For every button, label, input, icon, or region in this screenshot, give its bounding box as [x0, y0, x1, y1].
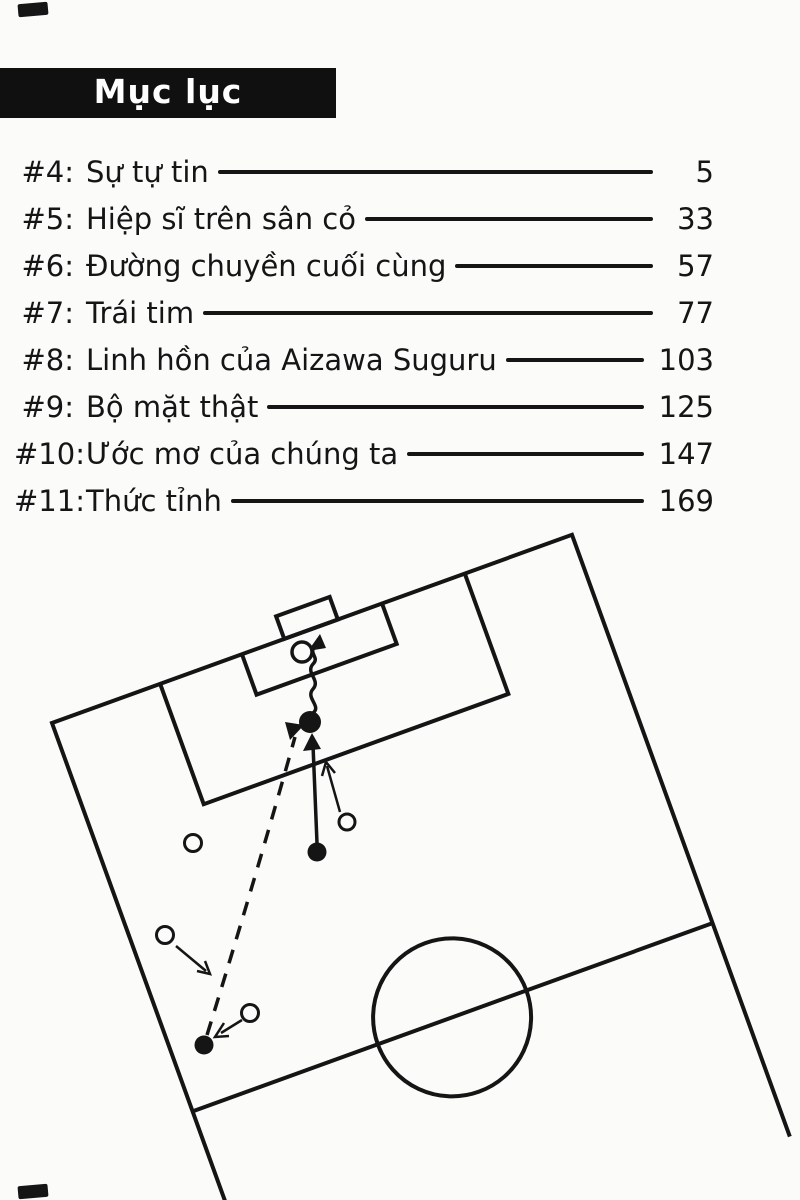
toc-row-ch5: #5: Hiệp sĩ trên sân cỏ 33 — [14, 195, 714, 242]
defender-circle — [155, 925, 175, 945]
defender-press-arrowhead-icon — [320, 759, 336, 777]
chapter-title: Bộ mặt thật — [86, 389, 259, 424]
chapter-title: Sự tự tin — [86, 154, 209, 189]
leader-line — [455, 263, 653, 268]
toc-header-bar: Mục lục — [0, 68, 336, 118]
toc-row-ch8: #8: Linh hồn của Aizawa Suguru 103 — [14, 336, 714, 383]
chapter-number: #8: — [21, 342, 74, 377]
soccer-field-svg — [49, 532, 792, 1200]
halfway-line — [191, 921, 714, 1114]
leader-line — [230, 498, 644, 503]
defender-close-arrow-line — [220, 1018, 243, 1035]
defender-press-arrow-line — [325, 765, 342, 813]
chapter-title: Linh hồn của Aizawa Suguru — [86, 342, 497, 377]
page-number: 169 — [658, 483, 714, 518]
leader-line — [505, 357, 644, 362]
pass-arrowhead-icon — [285, 722, 304, 740]
page-corner-mark-top — [17, 1, 49, 18]
chapter-title: Thức tỉnh — [86, 483, 222, 518]
penalty-area — [158, 572, 511, 807]
toc-row-ch9: #9: Bộ mặt thật 125 — [14, 383, 714, 430]
chapter-title: Ước mơ của chúng ta — [86, 436, 399, 471]
page-number: 103 — [658, 342, 714, 377]
page-number: 147 — [658, 436, 714, 471]
toc-row-ch4: #4: Sự tự tin 5 — [14, 148, 714, 195]
toc-row-ch6: #6: Đường chuyền cuối cùng 57 — [14, 242, 714, 289]
run-arrowhead-icon — [303, 733, 321, 751]
chapter-number: #9: — [21, 389, 74, 424]
chapter-number: #6: — [21, 248, 74, 283]
chapter-number: #5: — [21, 201, 74, 236]
chapter-number: #10: — [14, 436, 85, 471]
table-of-contents: #4: Sự tự tin 5 #5: Hiệp sĩ trên sân cỏ … — [14, 148, 714, 524]
defender-circle — [183, 833, 203, 853]
leader-line — [407, 451, 644, 456]
pass-dashed-line — [205, 736, 297, 1036]
goal-area — [240, 602, 400, 698]
center-circle — [371, 936, 534, 1099]
chapter-number: #7: — [21, 295, 74, 330]
page-number: 125 — [658, 389, 714, 424]
defender-close-arrowhead-icon — [212, 1022, 230, 1039]
page-number: 77 — [677, 295, 714, 330]
defender-circle — [337, 812, 357, 832]
soccer-field-diagram — [0, 530, 800, 1200]
toc-row-ch7: #7: Trái tim 77 — [14, 289, 714, 336]
attacker-dot-striker — [299, 711, 321, 733]
page-number: 33 — [677, 201, 714, 236]
page-number: 57 — [677, 248, 714, 283]
chapter-number: #4: — [21, 154, 74, 189]
run-arrow-line — [311, 744, 319, 844]
page-number: 5 — [695, 154, 714, 189]
page-title: Mục lục — [93, 71, 243, 111]
chapter-title: Trái tim — [86, 295, 195, 330]
attacker-dot-runner — [307, 842, 327, 862]
defender-shift-arrowhead-icon — [196, 960, 213, 976]
defender-circle — [240, 1003, 260, 1023]
attacker-dot-passer — [194, 1035, 214, 1055]
pitch-lines — [49, 532, 792, 1200]
goalkeeper-circle — [290, 640, 314, 664]
toc-row-ch11: #11: Thức tỉnh 169 — [14, 477, 714, 524]
leader-line — [203, 310, 653, 315]
shot-squiggle-line — [309, 644, 318, 715]
leader-line — [267, 404, 644, 409]
defender-shift-arrow-line — [175, 945, 207, 972]
chapter-title: Đường chuyền cuối cùng — [86, 248, 447, 283]
goal-box — [273, 594, 341, 642]
chapter-number: #11: — [14, 483, 85, 518]
chapter-title: Hiệp sĩ trên sân cỏ — [86, 201, 356, 236]
field-outline — [49, 532, 792, 1200]
leader-line — [217, 169, 653, 174]
leader-line — [364, 216, 653, 221]
toc-row-ch10: #10: Ước mơ của chúng ta 147 — [14, 430, 714, 477]
